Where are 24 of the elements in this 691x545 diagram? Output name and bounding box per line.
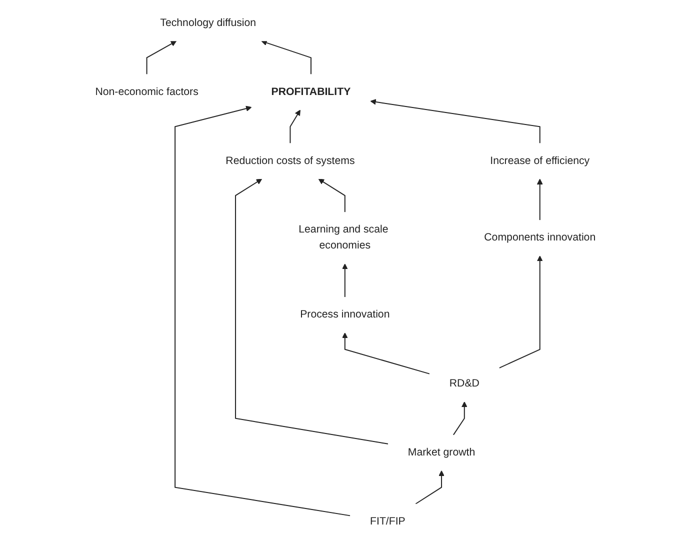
arrow (498, 256, 543, 368)
arrow (537, 178, 543, 221)
arrow (290, 110, 301, 144)
arrow (370, 99, 540, 144)
arrow (342, 264, 348, 298)
node-text: PROFITABILITY (271, 86, 351, 98)
node-text: RD&D (449, 378, 480, 390)
node-text: Market growth (408, 446, 476, 458)
node-text: Process innovation (300, 308, 390, 320)
node-text: Increase of efficiency (490, 155, 590, 166)
arrow (146, 40, 177, 75)
arrow (174, 106, 351, 516)
arrow (261, 40, 312, 75)
node-text: Learning and scale economies (298, 224, 388, 252)
arrow (235, 178, 389, 444)
arrow (415, 470, 445, 504)
node-text: Non-economic factors (95, 86, 198, 98)
arrow (342, 332, 430, 374)
node-text: Components innovation (484, 232, 596, 244)
node-text: FIT/FIP (370, 516, 406, 528)
node-text: Technology diffusion (160, 17, 256, 29)
node-text: Reduction costs of systems (226, 155, 355, 166)
arrow (453, 402, 468, 436)
arrow (318, 178, 346, 213)
